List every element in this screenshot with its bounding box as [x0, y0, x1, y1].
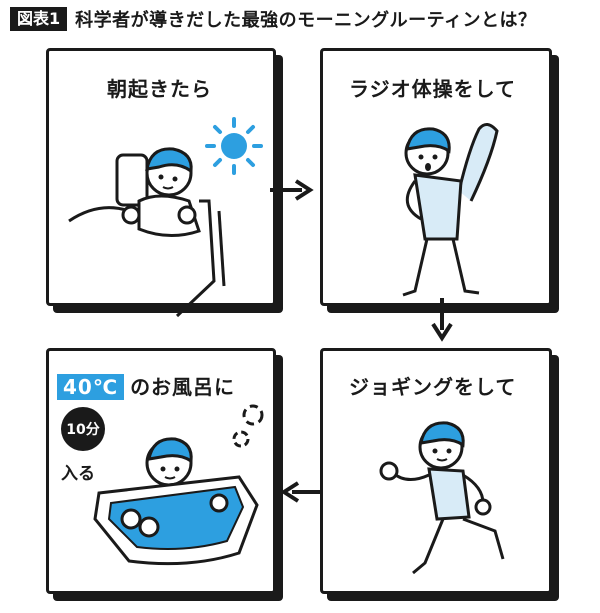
panel-caption: ラジオ体操をして: [349, 77, 516, 101]
steam-icon: [232, 404, 264, 448]
sun-icon: [205, 117, 263, 175]
arrow-down-icon: [431, 298, 453, 342]
figure-tag: 図表1: [10, 7, 68, 31]
page-title: 科学者が導きだした最強のモーニングルーティンとは？: [75, 10, 537, 31]
person-jogging-illustration: [379, 421, 505, 575]
panel-caption: 朝起きたら: [107, 77, 212, 101]
panel-wake-up: 朝起きたら: [46, 48, 276, 318]
panel-jogging: ジョギングをして: [320, 348, 552, 594]
person-stretching-illustration: [402, 123, 499, 297]
person-in-bed-illustration: [68, 147, 226, 318]
arrow-right-icon: [270, 179, 314, 201]
panel-caption: ジョギングをして: [349, 375, 517, 399]
duration-badge: 10分: [61, 407, 105, 451]
panel-radio-exercise: ラジオ体操をして: [320, 48, 552, 306]
panel-subcaption: 入る: [61, 464, 95, 484]
person-in-bathtub-illustration: [93, 437, 259, 566]
arrow-left-icon: [280, 481, 324, 503]
panel-caption: のお風呂に: [130, 375, 236, 399]
header: 図表1 科学者が導きだした最強のモーニングルーティンとは？: [10, 6, 537, 32]
temperature-label: 40℃: [57, 374, 125, 400]
